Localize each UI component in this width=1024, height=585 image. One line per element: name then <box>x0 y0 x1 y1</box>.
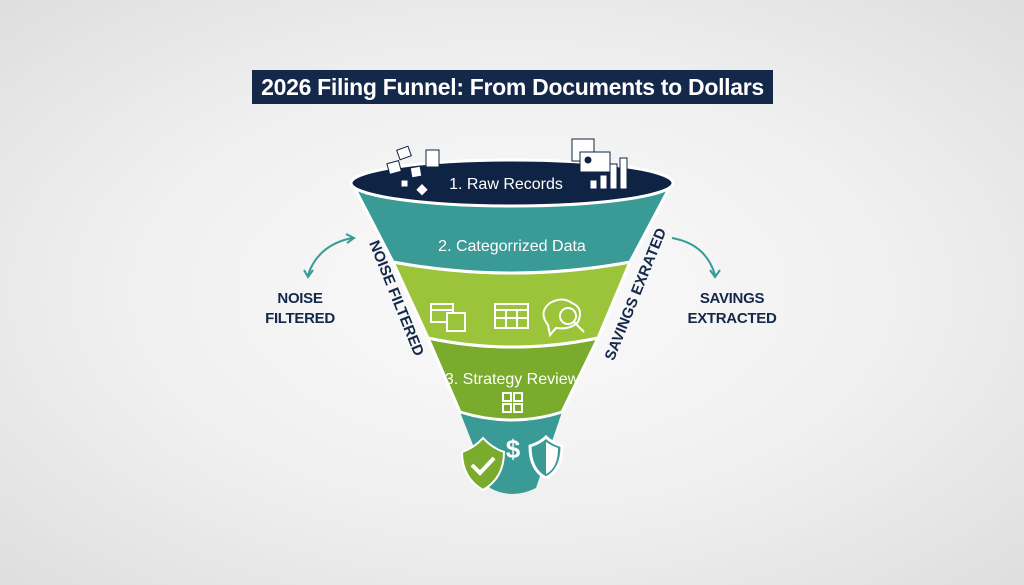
scattered-documents-icon <box>386 145 440 197</box>
page-title: 2026 Filing Funnel: From Documents to Do… <box>252 70 773 104</box>
stage-label-2: 2. Categorrized Data <box>438 238 586 255</box>
left-curved-arrow-icon <box>303 233 356 279</box>
report-chart-icon <box>571 138 628 190</box>
grid-icon <box>502 392 523 413</box>
shield-icon <box>528 434 564 480</box>
calendar-table-icon <box>494 303 529 329</box>
side-label-right: SAVINGS EXTRACTED <box>682 289 782 329</box>
check-shield-icon <box>460 436 506 492</box>
stage-label-3: 3. Strategy Review <box>445 371 580 388</box>
side-label-right-line-2: EXTRACTED <box>687 310 777 327</box>
side-label-left: NOISE FILTERED <box>260 289 340 329</box>
side-label-right-line-1: SAVINGS <box>699 290 765 307</box>
right-curved-arrow-icon <box>671 237 721 279</box>
side-label-left-line-1: NOISE <box>277 290 323 307</box>
stage-label-1: 1. Raw Records <box>449 176 563 193</box>
dollar-icon: $ <box>506 434 521 464</box>
side-label-left-line-2: FILTERED <box>265 310 335 327</box>
insight-search-icon <box>542 298 585 338</box>
funnel-stage-2 <box>349 181 675 275</box>
spreadsheet-icon <box>430 303 466 332</box>
